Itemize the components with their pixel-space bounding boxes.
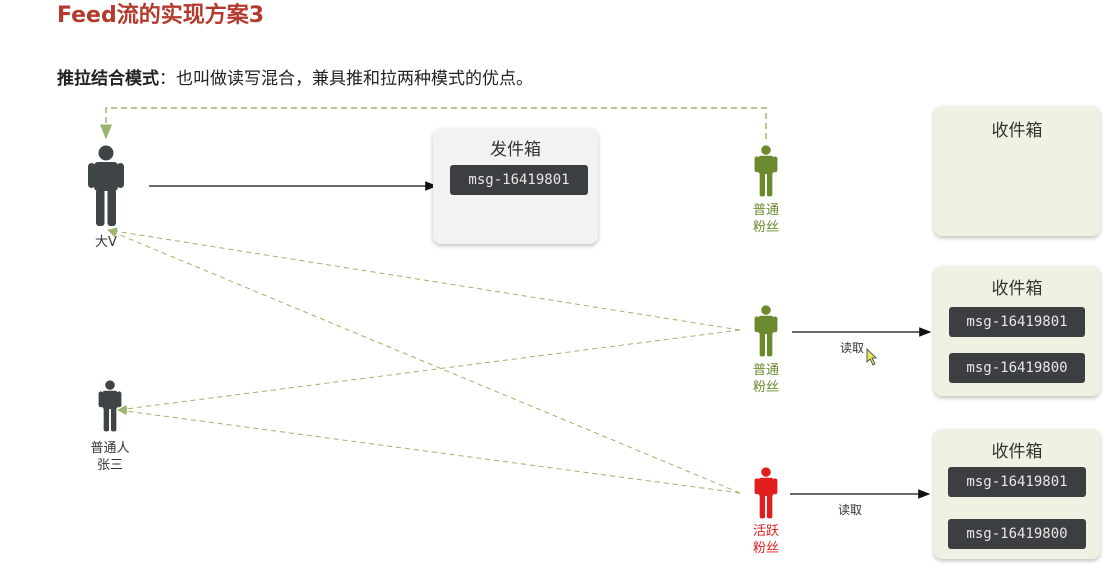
normal-person-label-line1: 普通人	[90, 441, 130, 456]
follow-line-active-normal	[117, 407, 741, 494]
inbox-3-message-2: msg-16419800	[948, 519, 1086, 549]
inbox-2-title: 收件箱	[991, 279, 1043, 299]
subtitle-bold: 推拉结合模式	[57, 69, 159, 89]
follow-line-fan2-normal	[117, 329, 741, 413]
fan2-label: 普通 粉丝	[741, 362, 791, 396]
inbox-3: 收件箱 msg-16419801 msg-16419800	[934, 429, 1100, 559]
inbox-2: 收件箱 msg-16419801 msg-16419800	[934, 266, 1100, 396]
active-fan-label-line1: 活跃	[752, 524, 779, 539]
active-fan-label: 活跃 粉丝	[741, 523, 791, 557]
page-subtitle: 推拉结合模式：也叫做读写混合，兼具推和拉两种模式的优点。	[57, 66, 533, 92]
inbox-3-title: 收件箱	[991, 442, 1043, 462]
outbox: 发件箱 msg-16419801	[433, 128, 598, 244]
outbox-message: msg-16419801	[450, 165, 588, 195]
inbox-1-title: 收件箱	[991, 121, 1043, 141]
fan2-person-icon	[754, 305, 778, 357]
bigv-label: 大V	[95, 235, 117, 250]
inbox-3-message-1: msg-16419801	[948, 467, 1086, 497]
follow-line-active-bigv	[107, 229, 741, 494]
normal-person-label-line2: 张三	[96, 458, 123, 473]
cursor-icon	[866, 348, 877, 366]
read-label-2: 读取	[838, 503, 863, 517]
follow-line-fan2-bigv	[107, 227, 741, 331]
follow-dashed-line	[100, 107, 767, 140]
fan1-person-icon	[754, 145, 778, 197]
fan1-label: 普通 粉丝	[741, 202, 791, 236]
fan2-label-line2: 粉丝	[752, 380, 779, 395]
subtitle-text: ：也叫做读写混合，兼具推和拉两种模式的优点。	[159, 69, 533, 89]
active-fan-person-icon	[754, 467, 778, 519]
fan2-label-line1: 普通	[752, 363, 779, 378]
normal-person-icon	[98, 380, 122, 432]
outbox-title: 发件箱	[490, 140, 541, 160]
active-fan-label-line2: 粉丝	[752, 541, 779, 556]
fan1-label-line2: 粉丝	[752, 220, 779, 235]
read-label-1: 读取	[840, 341, 865, 355]
page-title: Feed流的实现方案3	[57, 3, 265, 28]
bigv-person-icon	[88, 145, 124, 226]
inbox-2-message-2: msg-16419800	[949, 353, 1085, 383]
normal-person-label: 普通人 张三	[80, 440, 140, 474]
inbox-2-message-1: msg-16419801	[949, 307, 1085, 337]
inbox-1: 收件箱	[934, 106, 1100, 236]
fan1-label-line1: 普通	[752, 203, 779, 218]
